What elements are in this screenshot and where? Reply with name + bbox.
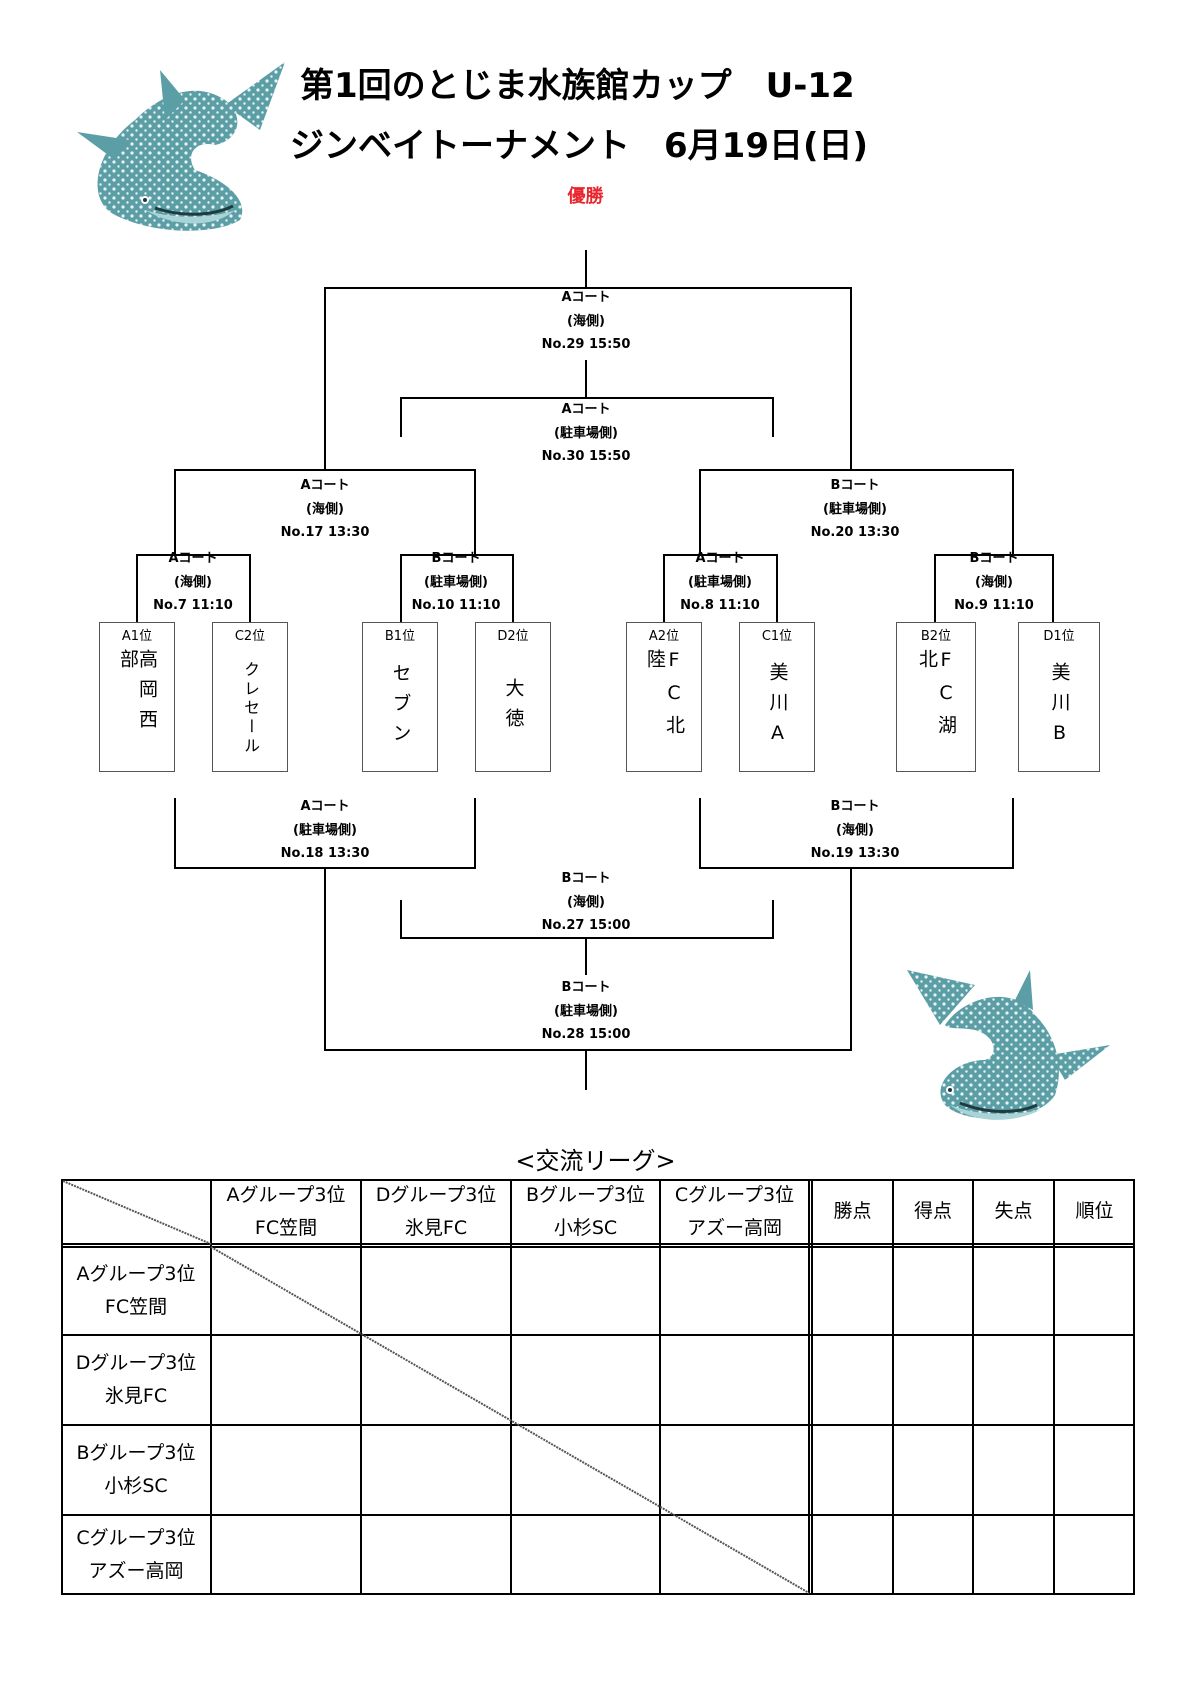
bracket-line xyxy=(699,798,1014,869)
league-stat-header-goals-for: 得点 xyxy=(913,1200,952,1222)
league-stat-header-rank: 順位 xyxy=(1075,1200,1114,1222)
match-label-no9: Bコート(海側)No.9 11:10 xyxy=(954,551,1034,613)
team-box-d1: D1位 美川B xyxy=(1018,622,1100,772)
team-name: FC北陸 xyxy=(644,649,685,745)
team-name: セブン xyxy=(389,663,412,753)
team-box-b2: B2位 FC湖北 xyxy=(896,622,976,772)
match-label-no20: Bコート(駐車場側)No.20 13:30 xyxy=(810,478,900,540)
team-name: 大徳 xyxy=(502,678,525,738)
league-col-header: Cグループ3位アズー高岡 xyxy=(674,1183,795,1239)
league-row-header: Bグループ3位小杉SC xyxy=(76,1442,196,1497)
bracket-line xyxy=(324,287,852,470)
team-seed: D2位 xyxy=(497,629,529,644)
match-label-no28: Bコート(駐車場側)No.28 15:00 xyxy=(541,980,631,1042)
league-col-header: Bグループ3位小杉SC xyxy=(526,1183,645,1239)
match-label-no7: Aコート(海側)No.7 11:10 xyxy=(153,551,233,613)
team-seed: C2位 xyxy=(234,629,266,644)
whale-shark-right-icon xyxy=(907,970,1110,1120)
match-label-no19: Bコート(海側)No.19 13:30 xyxy=(810,799,900,861)
bracket-line xyxy=(324,868,852,1051)
team-seed: D1位 xyxy=(1043,629,1075,644)
match-label-no10: Bコート(駐車場側)No.10 11:10 xyxy=(411,551,501,613)
league-row-header: Dグループ3位氷見FC xyxy=(75,1352,197,1407)
team-seed: A1位 xyxy=(121,629,153,644)
winner-label: 優勝 xyxy=(567,186,604,207)
whale-shark-left-icon xyxy=(77,62,285,231)
match-label-no8: Aコート(駐車場側)No.8 11:10 xyxy=(680,551,760,613)
team-box-c2: C2位 クレセール xyxy=(212,622,288,772)
league-col-header: Dグループ3位氷見FC xyxy=(375,1183,497,1239)
league-row-header: Cグループ3位アズー高岡 xyxy=(76,1527,196,1582)
team-name: 美川B xyxy=(1048,661,1071,755)
team-seed: B2位 xyxy=(920,629,952,644)
team-box-a2: A2位 FC北陸 xyxy=(626,622,702,772)
team-seed: A2位 xyxy=(648,629,680,644)
team-name: クレセール xyxy=(241,660,260,756)
bracket-line xyxy=(174,469,476,555)
team-seed: B1位 xyxy=(384,629,416,644)
team-name: 高岡西部 xyxy=(117,649,158,739)
league-stat-header-goals-against: 失点 xyxy=(994,1200,1033,1222)
title-line-2: ジンベイトーナメント 6月19日(日) xyxy=(290,126,869,166)
team-name: 美川A xyxy=(766,661,789,755)
bracket-line xyxy=(663,554,778,622)
match-label-no27: Bコート(海側)No.27 15:00 xyxy=(541,871,631,933)
team-box-d2: D2位 大徳 xyxy=(475,622,551,772)
team-box-b1: B1位 セブン xyxy=(362,622,438,772)
match-label-no30: Aコート(駐車場側)No.30 15:50 xyxy=(541,402,631,464)
team-box-a1: A1位 高岡西部 xyxy=(99,622,175,772)
league-stat-header-points: 勝点 xyxy=(833,1200,872,1222)
title-line-1: 第1回のとじま水族館カップ U-12 xyxy=(300,66,855,106)
league-grid xyxy=(61,1179,1135,1595)
match-label-no29: Aコート(海側)No.29 15:50 xyxy=(541,290,631,352)
team-seed: C1位 xyxy=(761,629,793,644)
bracket-line xyxy=(136,554,251,622)
league-title: <交流リーグ> xyxy=(515,1147,676,1175)
bracket-line xyxy=(400,554,514,622)
tournament-bracket xyxy=(136,250,1054,1090)
bracket-line xyxy=(699,469,1014,555)
bracket-line xyxy=(934,554,1054,622)
team-name: FC湖北 xyxy=(916,649,957,745)
bracket-line xyxy=(400,397,774,437)
team-box-c1: C1位 美川A xyxy=(739,622,815,772)
match-label-no18: Aコート(駐車場側)No.18 13:30 xyxy=(280,799,370,861)
match-label-no17: Aコート(海側)No.17 13:30 xyxy=(280,478,370,540)
